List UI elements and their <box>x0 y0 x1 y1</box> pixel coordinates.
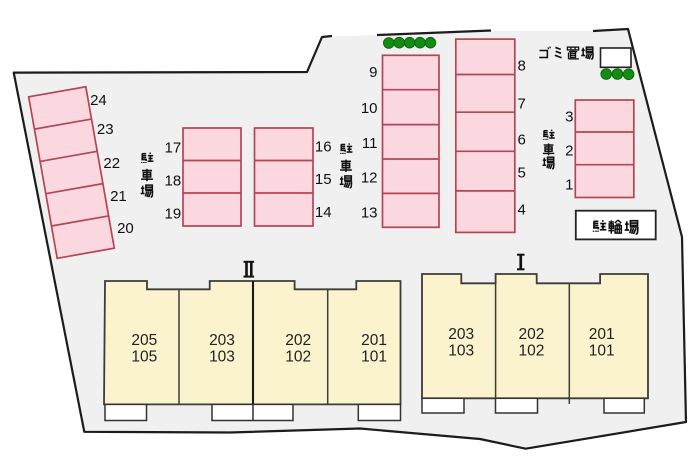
svg-text:103: 103 <box>448 343 474 360</box>
svg-text:4: 4 <box>518 202 526 219</box>
svg-text:202: 202 <box>518 326 544 343</box>
svg-text:19: 19 <box>165 206 182 223</box>
svg-text:202: 202 <box>285 332 311 349</box>
svg-text:101: 101 <box>361 348 387 365</box>
svg-text:5: 5 <box>518 164 526 181</box>
svg-text:11: 11 <box>362 135 378 152</box>
svg-text:12: 12 <box>361 170 378 187</box>
svg-text:6: 6 <box>518 132 526 149</box>
svg-text:105: 105 <box>131 348 157 365</box>
svg-text:15: 15 <box>315 171 332 188</box>
svg-text:20: 20 <box>117 220 134 237</box>
svg-text:16: 16 <box>315 138 332 155</box>
svg-text:13: 13 <box>361 205 378 222</box>
svg-text:201: 201 <box>361 332 387 349</box>
svg-text:8: 8 <box>518 58 526 75</box>
svg-text:24: 24 <box>90 92 107 109</box>
svg-text:101: 101 <box>589 343 615 360</box>
svg-text:23: 23 <box>97 121 114 138</box>
svg-text:17: 17 <box>165 140 182 157</box>
svg-text:7: 7 <box>518 95 526 112</box>
svg-text:102: 102 <box>518 343 544 360</box>
svg-text:10: 10 <box>361 100 378 117</box>
svg-text:18: 18 <box>165 173 182 190</box>
svg-text:102: 102 <box>285 348 311 365</box>
svg-text:205: 205 <box>131 332 157 349</box>
svg-text:203: 203 <box>448 326 474 343</box>
svg-text:9: 9 <box>369 64 377 81</box>
svg-text:22: 22 <box>103 155 120 172</box>
svg-text:3: 3 <box>565 108 573 125</box>
svg-text:14: 14 <box>315 204 332 221</box>
svg-text:203: 203 <box>209 332 235 349</box>
svg-text:21: 21 <box>110 188 127 205</box>
svg-text:1: 1 <box>565 177 573 194</box>
svg-text:201: 201 <box>589 326 615 343</box>
svg-text:2: 2 <box>565 142 573 159</box>
svg-text:103: 103 <box>209 348 235 365</box>
